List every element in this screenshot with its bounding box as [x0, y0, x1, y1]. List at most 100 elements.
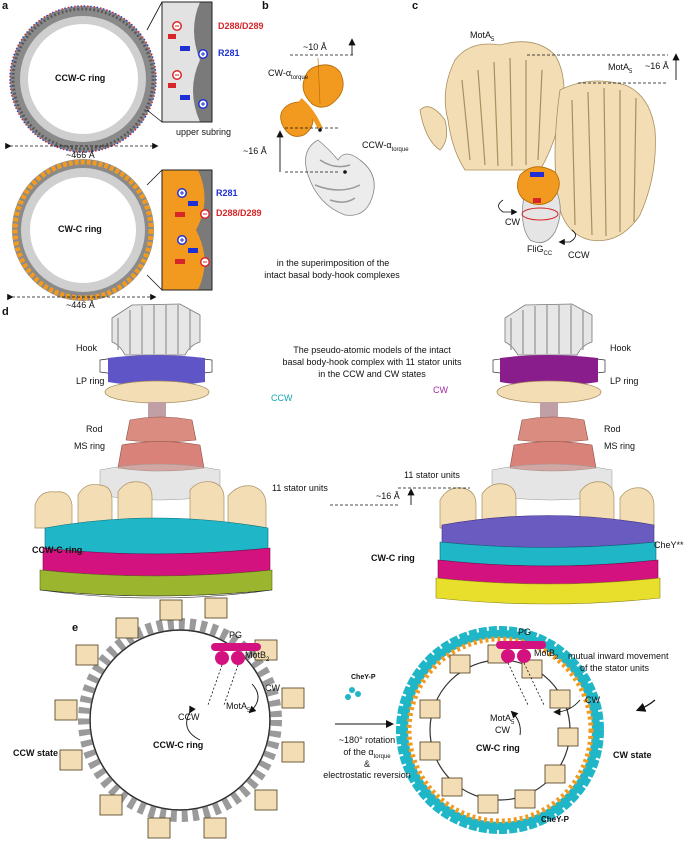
b-shift-10: ~10 Å	[303, 42, 327, 52]
a-cw-ring-label: CW-C ring	[58, 224, 102, 234]
panel-c-mota5-left	[419, 41, 565, 171]
d-chey: CheY**	[654, 540, 684, 550]
d-ccw-ring: CCW-C ring	[32, 545, 83, 555]
d-left-c-ring	[39, 517, 273, 599]
e-chey-p-dot	[349, 687, 355, 693]
panel-c-flig	[517, 166, 561, 244]
panel-label-e: e	[72, 622, 79, 634]
d-title-2: basal body-hook complex with 11 stator u…	[282, 357, 462, 367]
d-left-lp-ring	[108, 355, 205, 386]
e-right-pg	[496, 641, 546, 649]
e-chey-p-right: CheY-P	[541, 815, 570, 824]
d-right-l-ring	[496, 380, 602, 404]
d-cw-ring: CW-C ring	[371, 553, 415, 563]
d-rod-left: Rod	[86, 424, 103, 434]
e-right-stators	[419, 644, 579, 814]
e-rotation-4: electrostatic reversion	[323, 770, 411, 780]
b-caption-2: intact basal body-hook complexes	[264, 270, 400, 280]
d-left-stators	[34, 481, 267, 529]
e-pg-right: PG	[518, 627, 532, 637]
c-ccw: CCW	[568, 250, 590, 260]
c-flig: FliGCC	[527, 244, 553, 257]
e-inward-2: of the stator units	[580, 663, 650, 673]
inset-connector	[146, 274, 163, 291]
c-shift-16: ~16 Å	[645, 61, 669, 71]
a-cw-diameter: ~446 Å	[66, 300, 95, 310]
a-upper-subring: upper subring	[176, 127, 232, 137]
e-left-pg	[211, 643, 261, 651]
a-acidic-ccw: D288/D289	[218, 21, 264, 31]
inset-connector	[146, 1, 163, 31]
c-mota5-left: MotA5	[470, 30, 495, 43]
e-pg-left: PG	[229, 630, 243, 640]
a-ccw-ring-label: CCW-C ring	[55, 73, 106, 83]
e-ccw-left: CCW	[178, 712, 200, 722]
inset-connector	[146, 169, 163, 186]
c-cw: CW	[505, 217, 520, 227]
d-shift-16: ~16 Å	[376, 491, 400, 501]
e-left-ccw-arrow	[186, 705, 201, 741]
b-caption-1: in the superimposition of the	[276, 258, 390, 268]
e-left-motb2	[231, 651, 245, 665]
d-left-l-ring	[104, 380, 210, 404]
d-stator-right: 11 stator units	[404, 470, 460, 480]
d-right-c-ring	[435, 515, 661, 605]
e-cw-right: CW	[585, 695, 600, 705]
e-motb2-right: MotB2	[534, 648, 559, 661]
d-ms-right: MS ring	[604, 441, 636, 451]
e-rotation-3: &	[363, 759, 370, 769]
panel-a-ccw-inset	[161, 1, 213, 123]
e-ccw-state: CCW state	[13, 748, 59, 758]
e-cw-left: CW	[265, 683, 280, 693]
a-acidic-cw: D288/D289	[216, 208, 262, 218]
panel-a-cw-inset	[161, 169, 213, 291]
e-ccw-ring: CCW-C ring	[153, 740, 204, 750]
b-shift-16: ~16 Å	[243, 146, 267, 156]
c-ccw-rotation-arrow	[558, 229, 576, 246]
d-right-stators	[439, 481, 655, 529]
panel-label-c: c	[412, 0, 419, 12]
a-ccw-diameter: ~466 Å	[66, 150, 95, 160]
d-left-ms-ring-top	[125, 416, 197, 443]
b-cw-helix: CW-αtorque	[268, 68, 309, 81]
d-left-hook	[111, 303, 201, 356]
e-rotation-1: ~180° rotation	[338, 735, 396, 745]
e-inward-1: mutual inward movement	[568, 651, 669, 661]
d-right-lp-ring	[500, 355, 598, 386]
e-rotation-2: of the αtorque	[343, 747, 391, 760]
e-chey-p-dot	[345, 694, 351, 700]
e-right-motb2	[501, 649, 515, 663]
d-title-1: The pseudo-atomic models of the intact	[293, 345, 451, 355]
d-lp-right: LP ring	[610, 376, 639, 386]
d-rod-right: Rod	[604, 424, 621, 434]
e-mota5-right: MotA5	[490, 713, 515, 726]
e-right-motb2	[517, 649, 531, 663]
panel-label-b: b	[262, 0, 269, 12]
c-mota5-right: MotA5	[608, 62, 633, 75]
d-ccw-state: CCW	[271, 393, 293, 403]
d-right-ms-ring-top	[517, 416, 589, 443]
e-cw-inner: CW	[495, 725, 510, 735]
b-ccw-helix: CCW-αtorque	[362, 140, 409, 153]
d-stator-left: 11 stator units	[272, 483, 328, 493]
c-cw-rotation-arrow	[498, 199, 518, 216]
panel-b-structure	[280, 57, 375, 216]
e-right-cw-arrow	[553, 699, 581, 716]
a-basic-cw: R281	[216, 188, 238, 198]
e-motb2-left: MotB2	[245, 650, 270, 663]
e-left-motb2	[215, 651, 229, 665]
e-mota5-left: MotA5	[226, 701, 251, 714]
a-basic-ccw: R281	[218, 48, 240, 58]
panel-a-ccw-ring	[9, 5, 157, 153]
inset-connector	[146, 109, 163, 123]
d-ms-left: MS ring	[74, 441, 106, 451]
e-inward-arrow	[635, 699, 656, 712]
panel-c-mota5-right	[554, 80, 656, 242]
e-chey-p-dot	[355, 691, 361, 697]
d-right-hook	[504, 303, 593, 356]
e-left-stators	[54, 597, 305, 839]
panel-a-cw-ring	[12, 159, 154, 301]
d-lp-left: LP ring	[76, 376, 105, 386]
e-cw-state: CW state	[613, 750, 652, 760]
